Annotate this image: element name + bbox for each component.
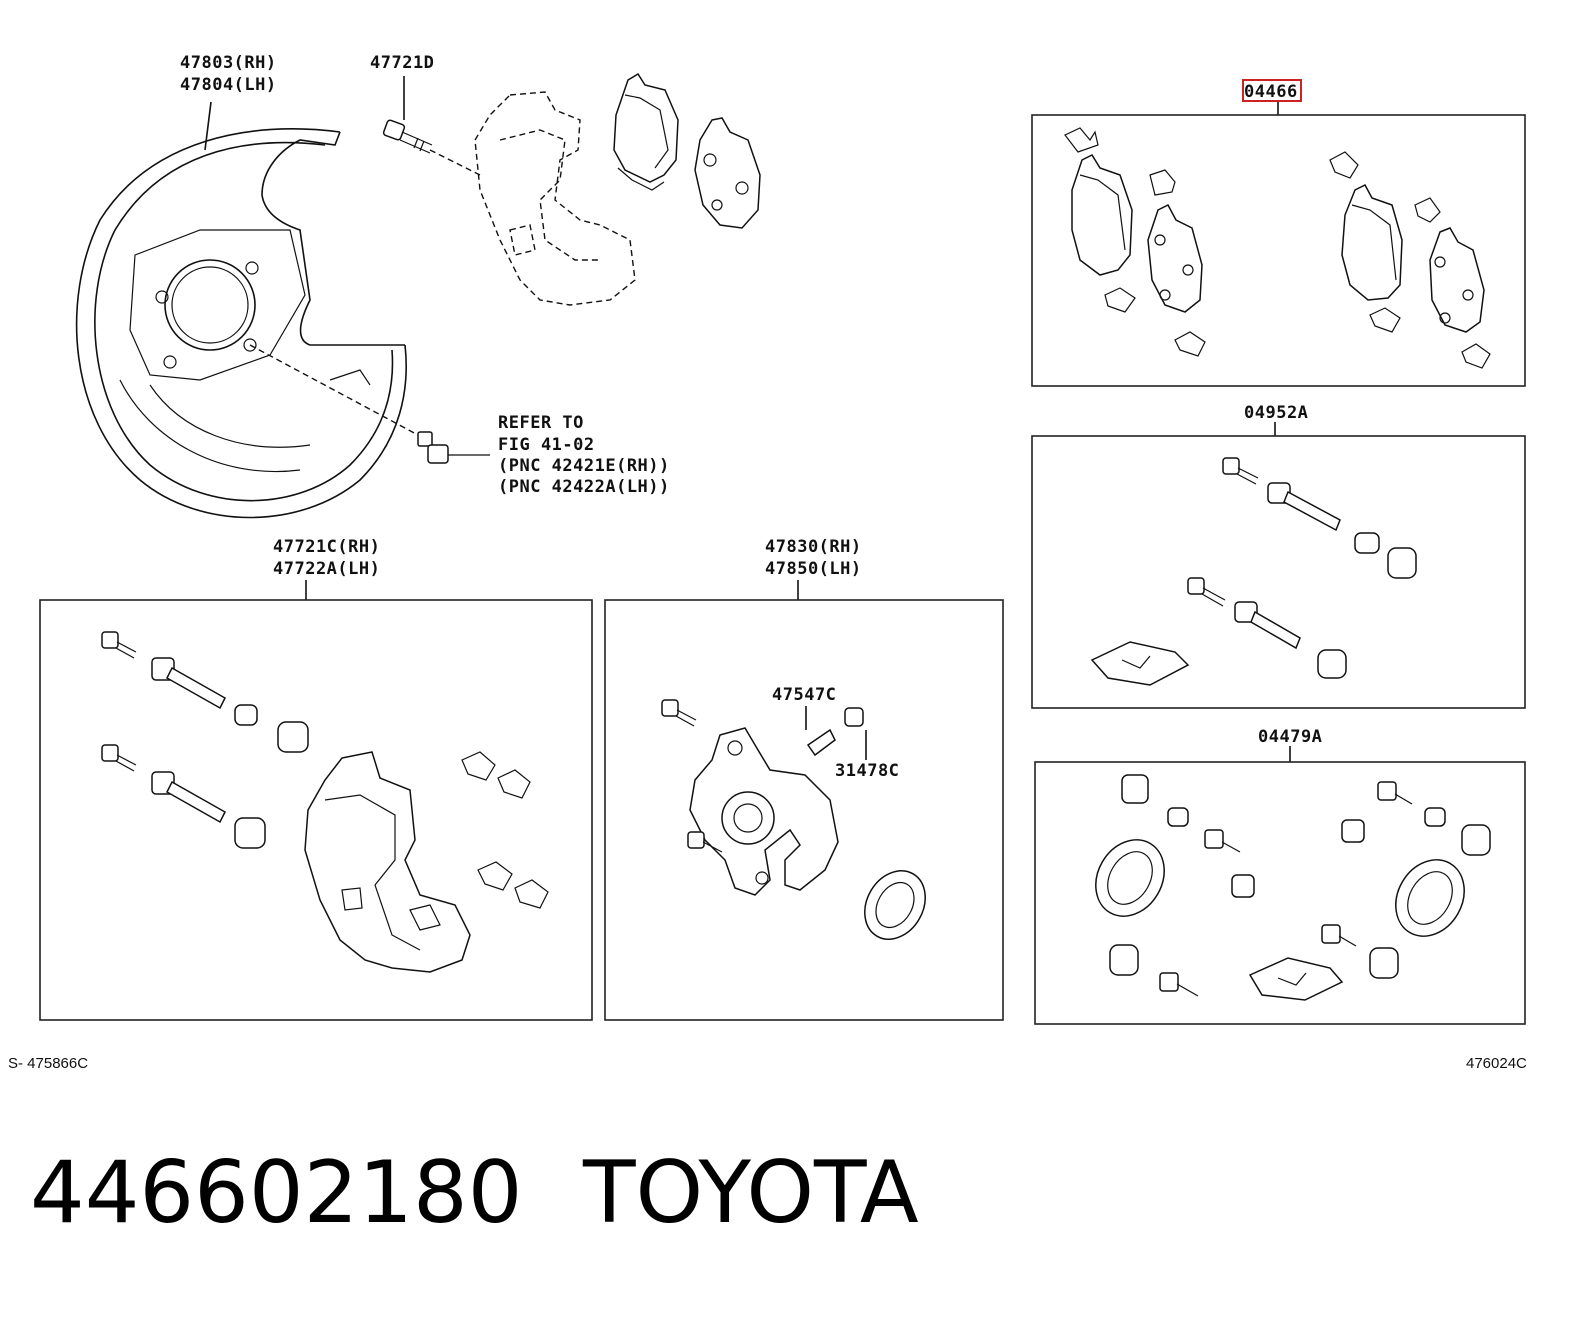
highlight-box (1242, 79, 1302, 102)
mount-kit-box (39, 599, 593, 1021)
ref-code-left: S- 475866C (8, 1055, 88, 1072)
label-shield-lh: 47804(LH) (180, 75, 277, 95)
part-number: 446602180 (30, 1143, 522, 1243)
seal-kit-box (1034, 761, 1526, 1025)
dust-shield (75, 101, 407, 519)
caliper-parts (661, 699, 926, 940)
pin-kit-parts (1090, 457, 1417, 686)
mount-kit-parts (101, 631, 549, 973)
label-seal-kit[interactable]: 04479A (1258, 727, 1322, 747)
bolt-icon (382, 119, 433, 154)
label-refer-4: (PNC 42422A(LH)) (498, 477, 670, 497)
brand-name: TOYOTA (582, 1143, 919, 1243)
caliper-box (604, 599, 1004, 1021)
label-mount-lh: 47722A(LH) (273, 559, 380, 579)
label-bleeder: 47547C (772, 685, 836, 705)
label-caliper-lh: 47850(LH) (765, 559, 862, 579)
pin-kit-box (1031, 435, 1526, 709)
label-bolt-top: 47721D (370, 53, 434, 73)
label-refer-3: (PNC 42421E(RH)) (498, 456, 670, 476)
label-mount-rh: 47721C(RH) (273, 537, 380, 557)
bracket-ghost (474, 91, 636, 306)
brake-pad-top-1 (613, 72, 679, 191)
label-refer-1: REFER TO (498, 413, 584, 433)
label-cap: 31478C (835, 761, 899, 781)
label-shield-rh: 47803(RH) (180, 53, 277, 73)
pad-kit-parts (1064, 127, 1491, 369)
pad-kit-box (1031, 114, 1526, 387)
label-refer-2: FIG 41-02 (498, 435, 595, 455)
label-pin-kit[interactable]: 04952A (1244, 403, 1308, 423)
seal-kit-parts (1095, 774, 1491, 1001)
label-pad-kit[interactable]: 04466 (1244, 82, 1298, 102)
label-caliper-rh: 47830(RH) (765, 537, 862, 557)
shield-bolt-icon (417, 431, 490, 464)
brake-pad-top-2 (694, 117, 761, 229)
ref-code-right: 476024C (1466, 1055, 1527, 1072)
